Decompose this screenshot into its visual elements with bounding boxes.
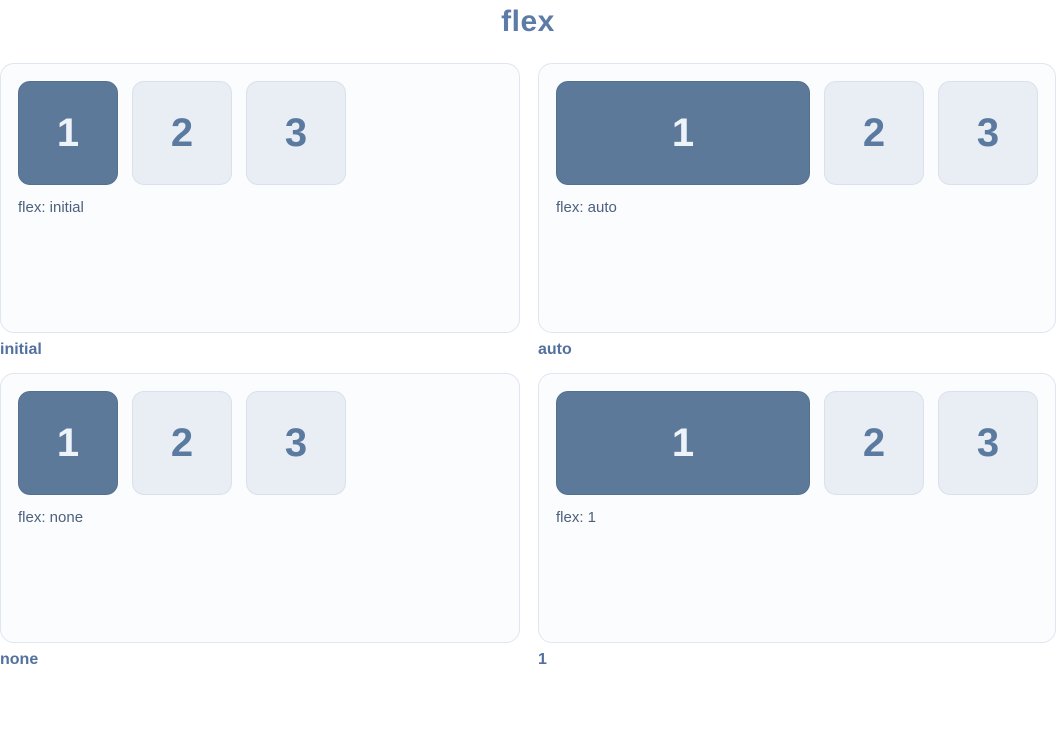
flex-value-label: flex: none xyxy=(18,509,84,526)
flex-item-2: 2 xyxy=(824,81,924,185)
demo-panel-auto: 1 2 3 flex: auto xyxy=(538,63,1056,333)
demo-cell-auto: 1 2 3 flex: auto auto xyxy=(538,63,1056,359)
flex-item-3: 3 xyxy=(246,81,346,185)
flex-item-1: 1 xyxy=(18,81,118,185)
demo-cell-initial: 1 2 3 flex: initial initial xyxy=(0,63,520,359)
flex-item-1: 1 xyxy=(18,391,118,495)
flex-container-1: 1 2 3 xyxy=(556,391,1038,495)
flex-container-initial: 1 2 3 xyxy=(18,81,502,185)
demo-panel-1: 1 2 3 flex: 1 xyxy=(538,373,1056,643)
flex-item-2: 2 xyxy=(824,391,924,495)
flex-value-label: flex: initial xyxy=(18,199,84,216)
demo-panel-initial: 1 2 3 flex: initial xyxy=(0,63,520,333)
demo-cell-1: 1 2 3 flex: 1 1 xyxy=(538,373,1056,669)
flex-item-3: 3 xyxy=(938,81,1038,185)
page-title: flex xyxy=(501,5,555,38)
panel-caption-auto: auto xyxy=(538,341,572,358)
demo-cell-none: 1 2 3 flex: none none xyxy=(0,373,520,669)
flex-value-label: flex: 1 xyxy=(556,509,597,526)
flex-item-3: 3 xyxy=(938,391,1038,495)
demo-panel-none: 1 2 3 flex: none xyxy=(0,373,520,643)
flex-container-auto: 1 2 3 xyxy=(556,81,1038,185)
panel-caption-1: 1 xyxy=(538,651,547,668)
flex-item-2: 2 xyxy=(132,391,232,495)
demo-grid: 1 2 3 flex: initial initial 1 2 3 flex: … xyxy=(0,63,1056,669)
flex-item-1: 1 xyxy=(556,81,810,185)
flex-item-1: 1 xyxy=(556,391,810,495)
flex-item-3: 3 xyxy=(246,391,346,495)
flex-value-label: flex: auto xyxy=(556,199,617,216)
panel-caption-initial: initial xyxy=(0,341,42,358)
flex-item-2: 2 xyxy=(132,81,232,185)
flex-container-none: 1 2 3 xyxy=(18,391,502,495)
panel-caption-none: none xyxy=(0,651,39,668)
